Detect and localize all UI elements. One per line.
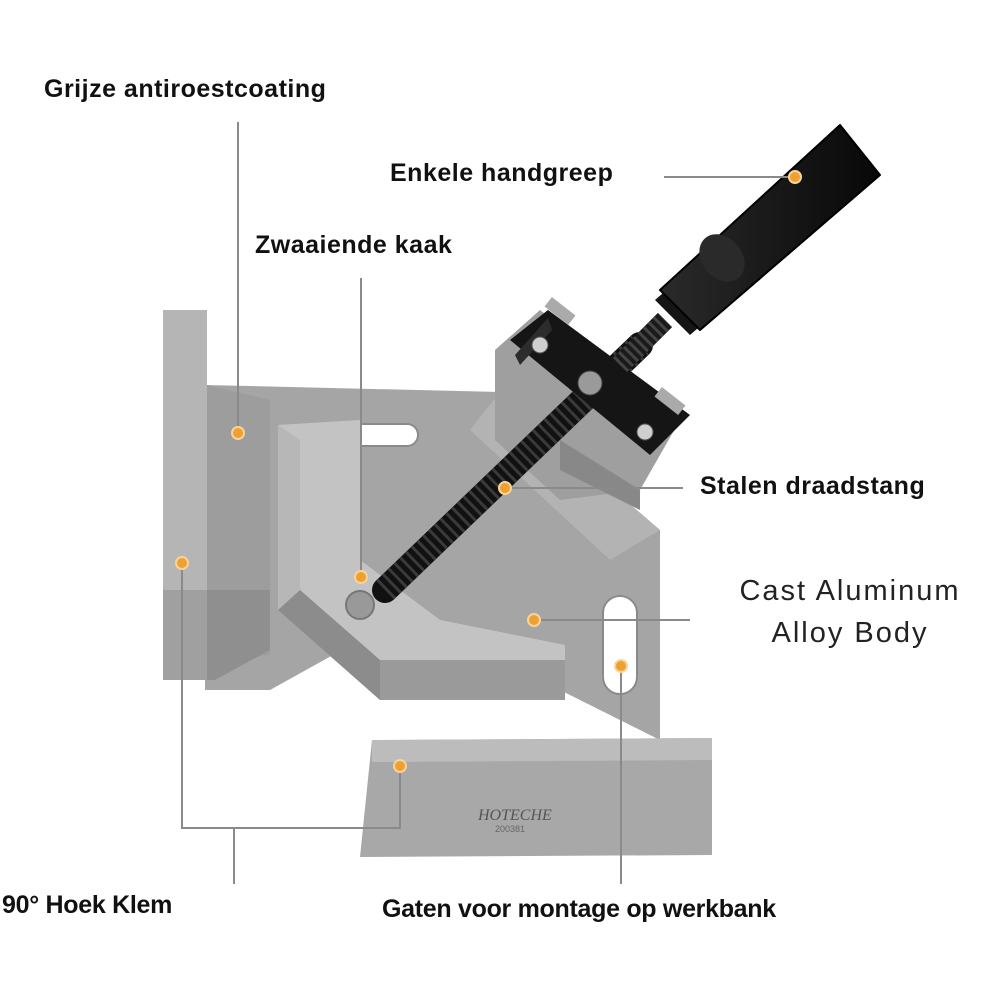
callout-markers bbox=[175, 170, 802, 773]
bottom-jaw: HOTECHE 200381 bbox=[360, 738, 712, 857]
callout-body: Cast Aluminum Alloy Body bbox=[700, 570, 1000, 654]
left-jaw bbox=[163, 310, 270, 680]
handle bbox=[612, 124, 881, 373]
callout-handle: Enkele handgreep bbox=[390, 159, 614, 187]
marker-jaw bbox=[354, 570, 368, 584]
callout-screw: Stalen draadstang bbox=[700, 472, 926, 500]
callout-coating: Grijze antiroestcoating bbox=[44, 75, 327, 103]
callout-corner: 90° Hoek Klem bbox=[2, 891, 173, 919]
swinging-jaw bbox=[278, 420, 565, 700]
callout-holes: Gaten voor montage op werkbank bbox=[382, 895, 776, 923]
marker-handle bbox=[788, 170, 802, 184]
callout-body-line2: Alloy Body bbox=[771, 617, 929, 649]
marker-corner-bottom bbox=[393, 759, 407, 773]
marker-screw bbox=[498, 481, 512, 495]
marker-corner-left bbox=[175, 556, 189, 570]
marker-holes bbox=[614, 659, 628, 673]
cap-plate bbox=[510, 297, 690, 455]
brand-mark: HOTECHE bbox=[477, 807, 552, 824]
callout-body-line1: Cast Aluminum bbox=[739, 575, 961, 607]
callout-jaw: Zwaaiende kaak bbox=[255, 231, 453, 259]
svg-text:200381: 200381 bbox=[495, 824, 525, 834]
marker-body bbox=[527, 613, 541, 627]
leader-lines bbox=[181, 122, 795, 884]
marker-coating bbox=[231, 426, 245, 440]
